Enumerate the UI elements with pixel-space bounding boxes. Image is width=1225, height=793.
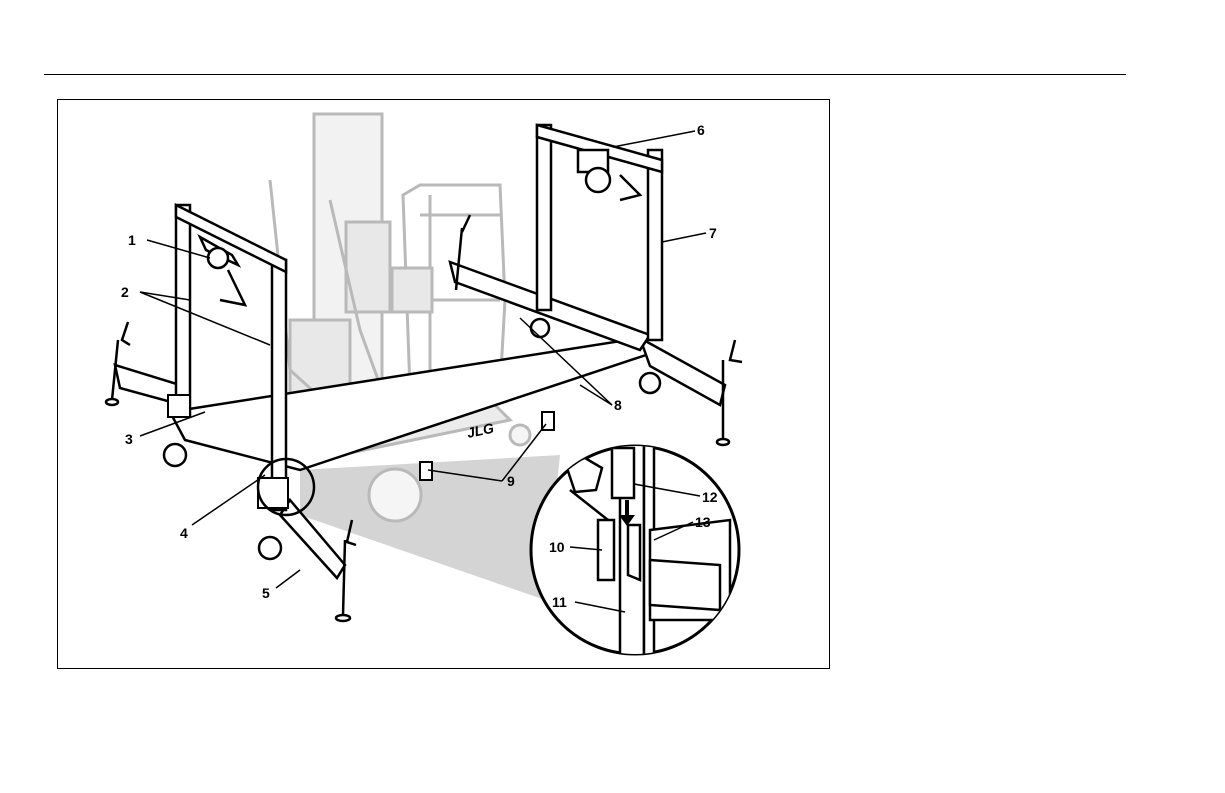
callout-7: 7 (709, 225, 717, 241)
callout-3: 3 (125, 431, 133, 447)
callout-11: 11 (552, 594, 567, 610)
callout-4: 4 (180, 525, 188, 541)
callout-6: 6 (697, 122, 705, 138)
callout-12: 12 (702, 489, 718, 505)
callout-5: 5 (262, 585, 270, 601)
callout-9: 9 (507, 473, 515, 489)
detail-view (531, 440, 739, 670)
callout-2: 2 (121, 284, 129, 300)
callout-8: 8 (614, 397, 622, 413)
callout-13: 13 (695, 514, 711, 530)
callout-1: 1 (128, 232, 136, 248)
callout-10: 10 (549, 539, 565, 555)
